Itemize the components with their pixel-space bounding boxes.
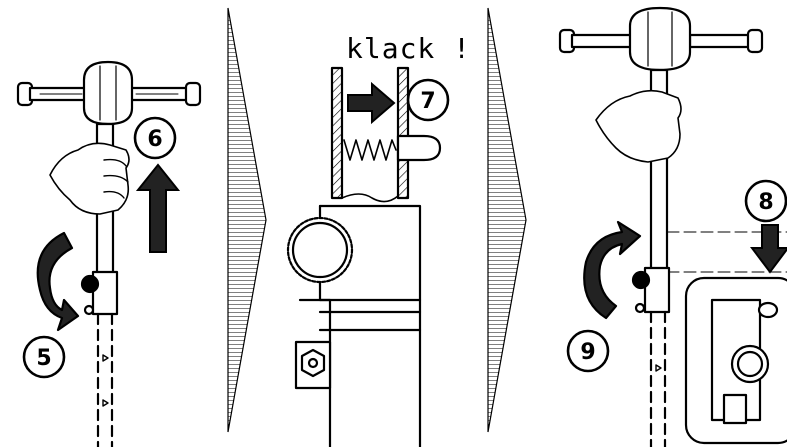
- chevron-separator-icon: [227, 7, 267, 433]
- hand: [49, 142, 130, 215]
- rotate-ccw-arrow-icon: [36, 231, 80, 332]
- step-7-badge: 7: [406, 78, 450, 122]
- latch-pin: [396, 134, 442, 162]
- panel-3-lock-position: [558, 6, 787, 447]
- panel-1-pull-handle: [16, 60, 202, 447]
- right-arrow-icon: [347, 81, 396, 125]
- t-handle: [16, 60, 202, 126]
- sound-label: klack !: [346, 32, 471, 65]
- chevron-separator-icon: [487, 7, 527, 433]
- down-arrow-icon: [750, 224, 787, 274]
- step-6-label: 6: [147, 127, 162, 152]
- up-arrow-icon: [135, 163, 181, 253]
- spring: [343, 139, 397, 161]
- step-9-badge: 9: [566, 329, 610, 373]
- step-8-label: 8: [758, 190, 773, 215]
- panel-2-latch-detail: [286, 66, 442, 447]
- step-8-badge: 8: [744, 179, 787, 223]
- step-9-label: 9: [580, 340, 595, 365]
- step-7-label: 7: [420, 89, 435, 114]
- step-5-label: 5: [36, 346, 51, 371]
- step-5-badge: 5: [22, 335, 66, 379]
- rotate-cw-arrow-icon: [583, 220, 642, 320]
- step-6-badge: 6: [133, 116, 177, 160]
